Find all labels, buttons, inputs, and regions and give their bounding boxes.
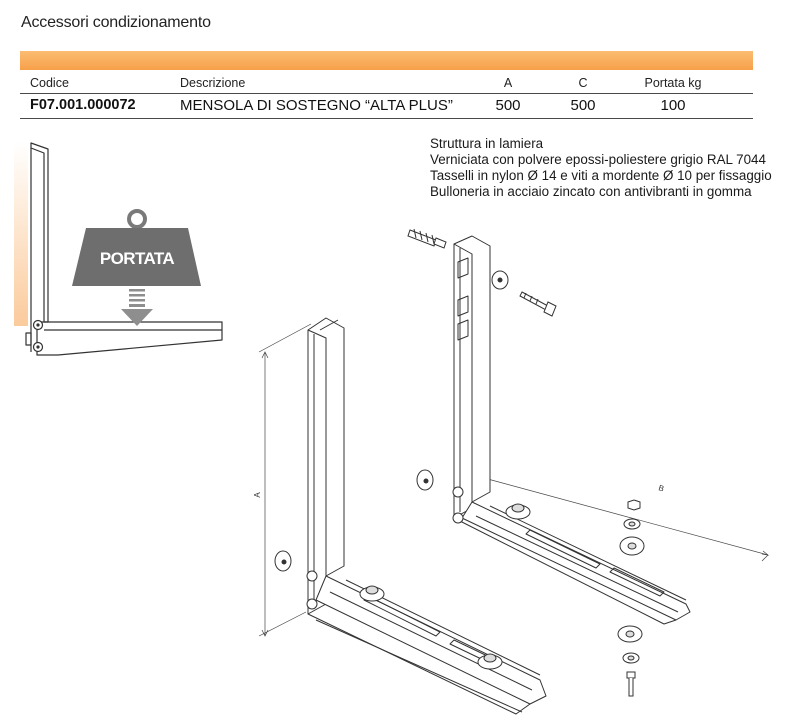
load-label: PORTATA — [100, 249, 174, 268]
vertical-arm-side — [307, 330, 327, 615]
dimension-a-label: A — [253, 492, 262, 498]
slot — [609, 567, 665, 597]
nut-icon — [511, 503, 525, 513]
bolt-icon — [306, 570, 318, 582]
header-description: Descrizione — [180, 76, 246, 90]
header-c: C — [578, 76, 588, 90]
horizontal-arm-line — [489, 505, 687, 601]
table-header: Codice Descrizione A C Portata kg — [20, 70, 753, 94]
weight-block-icon — [72, 228, 201, 286]
screw-icon — [519, 291, 557, 317]
mounting-slot — [457, 295, 469, 317]
rear-bracket-bolts — [416, 270, 531, 524]
bolt-center — [36, 345, 40, 349]
product-code: F07.001.000072 — [30, 97, 136, 113]
bracket-shelf — [36, 321, 223, 356]
wall-shade — [14, 142, 28, 326]
table-row: F07.001.000072 MENSOLA DI SOSTEGNO “ALTA… — [20, 94, 753, 119]
product-description: MENSOLA DI SOSTEGNO “ALTA PLUS” — [180, 97, 453, 114]
diagonal-brace — [453, 517, 677, 625]
slot — [525, 529, 601, 569]
horizontal-arm-line — [475, 515, 679, 613]
dimension-b-label: B — [657, 483, 665, 493]
weight-ring-icon — [127, 209, 147, 229]
bolt-icon — [452, 512, 464, 524]
feature-item: Verniciata con polvere epossi-poliestere… — [430, 152, 766, 167]
bolt-head-icon — [626, 671, 636, 679]
mounting-slot — [457, 257, 469, 279]
bolt-shaft-icon — [628, 678, 634, 697]
horizontal-arm-line — [329, 591, 533, 691]
feature-item: Struttura in lamiera — [430, 136, 544, 151]
wall-anchor-icon — [407, 228, 447, 249]
features-list: Struttura in lamiera Verniciata con polv… — [430, 136, 772, 200]
nut-icon — [627, 499, 641, 511]
horizontal-arm — [315, 575, 547, 705]
bolt-icon — [306, 598, 318, 610]
orange-header-band — [20, 51, 753, 70]
rubber-damper-hole — [423, 478, 429, 484]
header-a: A — [503, 76, 513, 90]
value-a: 500 — [495, 97, 521, 114]
header-load: Portata kg — [644, 76, 702, 90]
down-arrow-icon — [121, 289, 153, 326]
header-code: Codice — [30, 76, 69, 90]
value-c: 500 — [570, 97, 596, 114]
rear-bracket — [453, 235, 691, 625]
washer-hole — [497, 277, 503, 283]
wall-bracket-arm — [30, 142, 49, 323]
vertical-arm-side — [453, 244, 473, 519]
bolt-center — [36, 323, 40, 327]
diagonal-brace-line — [315, 619, 523, 713]
dimension-a — [258, 323, 312, 637]
nut-icon — [483, 653, 497, 663]
rubber-damper-hole — [281, 559, 287, 565]
bracket-foot — [25, 332, 32, 346]
front-bracket — [307, 317, 547, 715]
value-load: 100 — [660, 97, 686, 114]
spec-table: Codice Descrizione A C Portata kg F07.00… — [20, 70, 753, 119]
page-title: Accessori condizionamento — [21, 14, 211, 31]
mounting-slot — [457, 319, 469, 341]
front-bracket-bolts — [274, 550, 503, 670]
nut-icon — [365, 585, 379, 595]
vertical-arm-top — [319, 319, 339, 331]
horizontal-arm — [461, 501, 691, 621]
feature-item: Tasselli in nylon Ø 14 e viti a mordente… — [430, 168, 772, 183]
feature-item: Bulloneria in acciaio zincato con antivi… — [430, 184, 752, 199]
bolt-icon — [452, 486, 464, 498]
load-capacity-icon: PORTATA — [14, 142, 223, 356]
hardware-stack — [617, 499, 645, 697]
